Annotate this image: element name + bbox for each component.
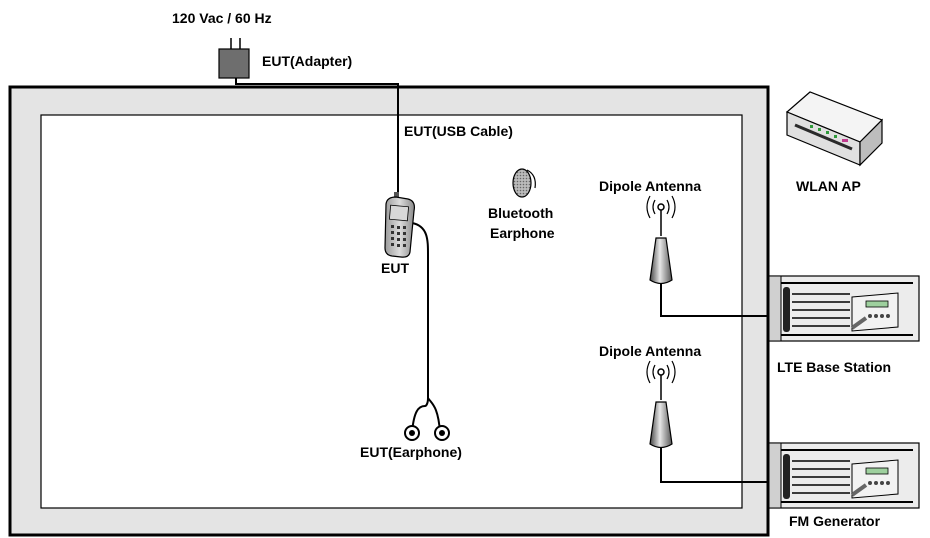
wlan-ap-label: WLAN AP [796,178,861,194]
wlan-ap-icon [785,91,884,167]
usb-cable-label: EUT(USB Cable) [404,123,513,139]
lte-base-station-label: LTE Base Station [777,359,891,375]
phone-icon [384,192,415,258]
bluetooth-earphone-label-line2: Earphone [490,225,555,241]
shielded-chamber-inner [40,114,743,509]
bluetooth-earphone-label-line1: Bluetooth [488,205,553,221]
fm-feed-cable [660,448,778,483]
dipole-antenna-1-label: Dipole Antenna [599,178,701,194]
earbud-right-icon [434,425,450,441]
fm-generator-label: FM Generator [789,513,881,529]
power-supply-label: 120 Vac / 60 Hz [172,10,272,26]
dipole-antenna-2-label: Dipole Antenna [599,343,701,359]
adapter-icon [218,38,250,79]
lte-feed-cable [660,284,778,317]
dipole-antenna-2-icon [646,360,676,449]
fm-generator-icon [768,442,920,509]
earbud-left-icon [404,425,420,441]
bluetooth-earphone-icon [512,168,536,198]
eut-label: EUT [381,260,409,276]
dipole-antenna-1-icon [646,195,676,285]
usb-cable [235,78,399,198]
lte-base-station-icon [768,275,920,342]
adapter-label: EUT(Adapter) [262,53,352,69]
earphone-label: EUT(Earphone) [360,444,462,460]
